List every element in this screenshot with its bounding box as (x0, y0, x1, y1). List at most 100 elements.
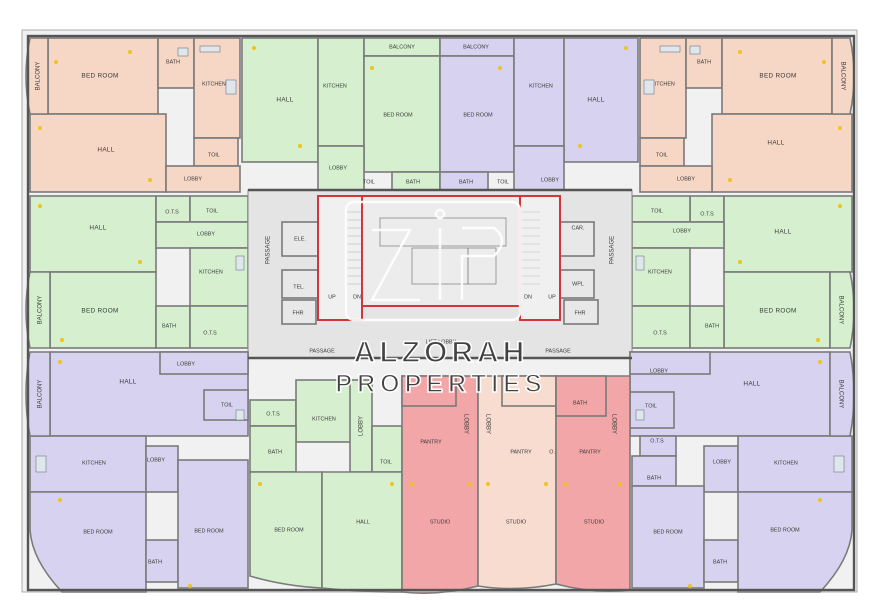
ots-label: O.T.S (700, 211, 714, 217)
marker-dot (38, 204, 42, 208)
kitchen-label: KITCHEN (82, 460, 106, 466)
tel-room (281, 269, 323, 299)
marker-dot (816, 338, 820, 342)
bedroom-label: BED ROOM (759, 308, 796, 315)
pantry-label: PANTRY (420, 439, 442, 445)
bedroom-label: BED ROOM (759, 73, 796, 80)
marker-dot (486, 482, 490, 486)
marker-dot (688, 584, 692, 588)
hall-label: HALL (119, 379, 136, 386)
bedroom-right-lower-2 (737, 491, 853, 593)
lobby-label: LOBBY (462, 414, 468, 434)
marker-dot (58, 498, 62, 502)
bedroom-top-center-right (439, 55, 515, 173)
bath-top-left (157, 37, 195, 89)
ots-left-2 (189, 305, 249, 349)
pantry-label: PANTRY (579, 449, 601, 455)
bath-label: BATH (268, 449, 282, 455)
electrical-markers (38, 46, 842, 588)
lobby-right-lower-2 (703, 445, 739, 493)
kitchen-label: KITCHEN (323, 83, 347, 89)
stair-dn-label: DN (524, 294, 532, 300)
lobby-label: LOBBY (541, 177, 559, 183)
bedroom-top-left (47, 37, 159, 115)
marker-dot (138, 260, 142, 264)
toil-label: TOIL (380, 459, 392, 465)
car-label: CAR. (572, 225, 585, 231)
marker-dot (838, 204, 842, 208)
kitchen-label: KITCHEN (648, 269, 672, 275)
apartment-top-left: BED ROOM HALL BATH KITCHEN TOIL LOBBY BA… (25, 37, 241, 193)
lobby-top-center-right (513, 145, 565, 191)
apartment-right-lower: HALL LOBBY TOIL O.T.S BATH LOBBY KITCHEN… (629, 351, 855, 593)
lobby-right-middle (631, 221, 725, 249)
fixture (833, 455, 845, 473)
passage-label-bottom-right: PASSAGE (545, 348, 571, 354)
ele-room (281, 221, 323, 257)
bath-right-lower-1 (631, 455, 677, 487)
apartment-right-middle: O.T.S TOIL HALL LOBBY KITCHEN BED ROOM O… (631, 195, 855, 349)
bath-left-middle (155, 305, 191, 349)
stair-up-label: UP (328, 294, 336, 300)
apartment-left-middle: HALL O.T.S TOIL LOBBY KITCHEN BED ROOM B… (25, 195, 249, 349)
marker-dot (738, 260, 742, 264)
studio-3: BATH PANTRY LOBBY STUDIO (555, 375, 631, 592)
toil-label: TOIL (645, 403, 657, 409)
fixture (225, 79, 237, 95)
marker-dot (188, 584, 192, 588)
toil-label: TOIL (221, 402, 233, 408)
hall-label: HALL (97, 147, 114, 154)
ots-label: O.T.S (266, 411, 280, 417)
lobby-label: LOBBY (184, 176, 202, 182)
hall-top-right (711, 113, 853, 193)
bedroom-left-lower (29, 491, 147, 593)
fixture (635, 409, 645, 421)
apartment-left-lower: HALL LOBBY TOIL KITCHEN LOBBY BED ROOM B… (25, 351, 249, 593)
stair-up-label: UP (548, 294, 556, 300)
tel-label: TEL. (293, 284, 304, 290)
balcony-label: BALCONY (38, 296, 44, 325)
pantry-label: PANTRY (510, 449, 532, 455)
lobby-label: LOBBY (484, 414, 490, 434)
passage-right-label: PASSAGE (610, 236, 616, 264)
passage-left-label: PASSAGE (266, 236, 272, 264)
bath-label: BATH (148, 559, 162, 565)
hall-label: HALL (356, 519, 370, 525)
lobby-label: LOBBY (147, 457, 165, 463)
fixture (635, 255, 645, 271)
bath-right-middle (689, 305, 725, 349)
marker-dot (822, 60, 826, 64)
marker-dot (148, 178, 152, 182)
bedroom-label: BED ROOM (83, 529, 113, 535)
ots-right-1 (689, 195, 725, 223)
lobby-left-lower-2 (145, 445, 179, 493)
marker-dot (410, 482, 414, 486)
toil-label: TOIL (497, 179, 509, 185)
marker-dot (738, 50, 742, 54)
marker-dot (818, 498, 822, 502)
marker-dot (564, 482, 568, 486)
hall-top-center-left (241, 37, 319, 163)
kitchen-label: KITCHEN (774, 460, 798, 466)
ots-right-2 (631, 305, 691, 349)
lobby-label: LOBBY (177, 361, 195, 367)
lift-car-3 (467, 247, 497, 285)
studio-label: STUDIO (506, 519, 526, 525)
bath-label: BATH (713, 559, 727, 565)
hall-label: HALL (276, 97, 293, 104)
studio-label: STUDIO (584, 519, 604, 525)
bath-label: BATH (647, 475, 661, 481)
fhr-label: FHR (574, 310, 585, 316)
studio-3-bath (555, 375, 607, 417)
marker-dot (54, 60, 58, 64)
marker-dot (498, 66, 502, 70)
stair-left (317, 195, 363, 321)
balcony-label: BALCONY (463, 44, 489, 50)
fixture (35, 455, 47, 473)
bedroom-label: BED ROOM (274, 527, 304, 533)
hall-left-middle (29, 195, 157, 273)
fixture (643, 79, 655, 95)
kitchen-label: KITCHEN (199, 269, 223, 275)
fixtures (35, 45, 845, 473)
